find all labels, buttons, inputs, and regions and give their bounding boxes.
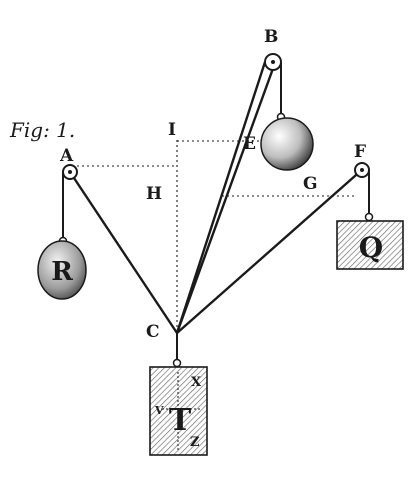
ball-body: [260, 117, 314, 171]
string-c-b-left: [175, 61, 267, 334]
weight-q-label: Q: [359, 231, 383, 264]
weight-b-ball: [260, 62, 314, 171]
weight-q-box: [336, 220, 404, 270]
weight-t-label-z: Z: [190, 435, 200, 450]
point-labels: A B C E F G H I: [59, 27, 366, 342]
strings: [69, 61, 365, 334]
pulley-a: [62, 164, 78, 180]
label-g: G: [303, 174, 318, 194]
weight-r-label: R: [51, 257, 73, 287]
weight-t-label: T: [169, 403, 192, 438]
string-c-a: [69, 171, 178, 334]
weight-q: Q: [336, 170, 404, 270]
weight-t: T X V Z: [149, 333, 208, 456]
weight-r: R: [37, 172, 87, 300]
weight-t-label-v: V: [154, 404, 164, 417]
figure-caption: Fig: 1.: [9, 118, 75, 142]
label-e: E: [243, 134, 256, 154]
label-h: H: [146, 184, 162, 204]
pulley-f: [354, 162, 370, 178]
label-f: F: [354, 142, 366, 162]
label-c: C: [146, 322, 160, 342]
weight-t-label-x: X: [191, 375, 202, 390]
label-b: B: [264, 27, 278, 47]
label-a: A: [59, 146, 74, 166]
string-c-f: [176, 167, 365, 334]
pulley-b: [264, 53, 282, 71]
weight-r-body: [37, 240, 87, 300]
label-i: I: [168, 120, 176, 140]
string-c-b-right: [175, 62, 277, 334]
